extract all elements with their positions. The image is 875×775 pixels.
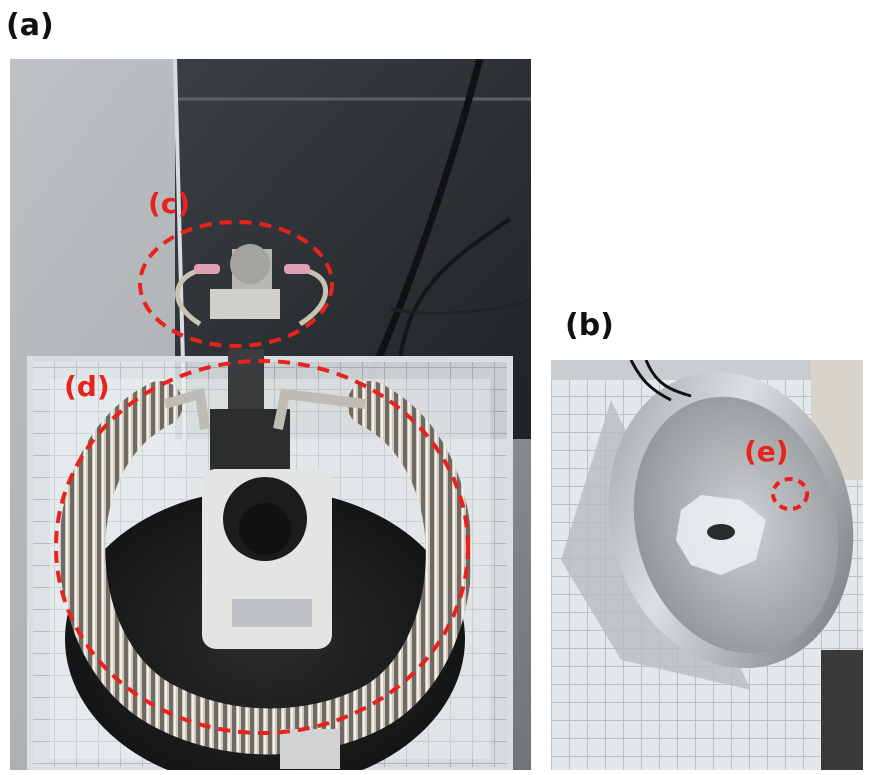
callout-e-label: (e) (744, 435, 789, 468)
callout-c-label: (c) (148, 187, 190, 220)
callout-d-label: (d) (64, 370, 110, 403)
panel-b-photo (551, 360, 863, 770)
panel-a-photo (10, 59, 531, 770)
panel-b-label: (b) (565, 308, 614, 343)
callout-c-ellipse (138, 220, 334, 348)
callout-d-ellipse (54, 359, 470, 735)
callout-e-ellipse (771, 477, 809, 511)
panel-a-label: (a) (6, 8, 54, 43)
panel-a-illustration (10, 59, 531, 770)
panel-b-illustration (551, 360, 863, 770)
